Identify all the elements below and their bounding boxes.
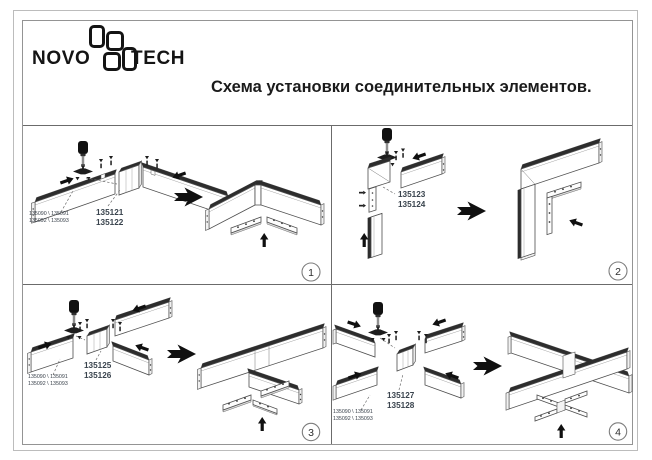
l-connector-plate — [230, 216, 298, 236]
insert-arrow-icon — [557, 424, 566, 438]
screwdriver-icon — [381, 127, 393, 155]
logo-petal — [103, 52, 121, 71]
panel-number-badge: 3 — [301, 422, 321, 442]
track-codes-label: 135092 \ 135093 — [29, 218, 69, 224]
push-arrow-icon — [431, 316, 447, 329]
screw-pin-icon — [99, 159, 103, 169]
screw-pin-icon — [387, 334, 391, 344]
insert-arrow-icon — [260, 233, 269, 247]
track-codes-label: 135090 \ 135091 — [333, 409, 373, 415]
divider — [23, 284, 632, 285]
track-codes-label: 135092 \ 135093 — [28, 381, 68, 387]
panel-4-cross-diagram: 135090 \ 135091 135092 \ 135093 135127 1… — [332, 301, 633, 441]
logo-text-novo: NOVO — [32, 48, 91, 69]
panel-number-badge: 1 — [301, 262, 321, 282]
panel-number: 3 — [308, 427, 314, 439]
panel-number-badge: 2 — [608, 261, 628, 281]
panel-1-corner-diagram: 135090 \ 135091 135092 \ 135093 135121 1… — [29, 140, 325, 282]
screw-pin-icon — [394, 331, 398, 341]
exploded-view: 135090 \ 135091 135092 \ 135093 135127 1… — [332, 301, 466, 422]
result-arrow-icon — [167, 344, 196, 364]
logo-petal — [122, 47, 137, 71]
connector-code-label: 135125 — [84, 361, 112, 370]
screw-pin-icon — [109, 156, 113, 166]
divider — [23, 125, 632, 126]
logo-petal — [106, 31, 124, 51]
track-codes-label: 135090 \ 135091 — [29, 211, 69, 217]
assembled-view — [517, 138, 603, 261]
result-arrow-icon — [457, 201, 486, 221]
screwdriver-icon — [77, 140, 89, 168]
logo-text-tech: TECH — [131, 48, 186, 69]
panel-3-tee-diagram: 135090 \ 135091 135092 \ 135093 135125 1… — [27, 297, 327, 442]
panel-2-vertical-corner-diagram: 135123 135124 — [359, 127, 628, 281]
connector-code-label: 135124 — [398, 200, 426, 209]
tee-connector-block — [86, 323, 110, 355]
exploded-view: 135090 \ 135091 135092 \ 135093 135121 1… — [29, 140, 232, 227]
page-frame: NOVO TECH Схема установки соединительных… — [22, 20, 633, 445]
screw-pin-icon — [417, 331, 421, 341]
page-title: Схема установки соединительных элементов… — [211, 78, 592, 96]
screw-pin-icon — [359, 190, 366, 195]
screw-pin-icon — [401, 148, 405, 158]
assembled-view — [197, 323, 327, 431]
corner-bracket — [367, 156, 392, 213]
connector-code-label: 135122 — [96, 218, 124, 227]
panel-number-badge: 4 — [608, 422, 628, 441]
panel-number: 1 — [308, 267, 314, 279]
connector-code-label: 135128 — [387, 401, 415, 410]
assembled-view — [205, 180, 325, 247]
screw-pin-icon — [155, 159, 159, 169]
screw-pin-icon — [111, 319, 115, 329]
result-arrow-icon — [473, 356, 502, 376]
logo-pinwheel-icon — [89, 25, 139, 75]
l-connector-plate — [546, 181, 582, 236]
connector-code-label: 135121 — [96, 208, 124, 217]
connector-code-label: 135123 — [398, 190, 426, 199]
corner-connector-block — [118, 159, 142, 196]
screw-pin-icon — [85, 319, 89, 329]
exploded-view: 135090 \ 135091 135092 \ 135093 135125 1… — [27, 297, 173, 387]
horizontal-track-bar — [400, 153, 446, 189]
cross-connector-block — [396, 342, 416, 372]
novotech-logo: NOVO TECH — [32, 25, 217, 77]
track-codes-label: 135090 \ 135091 — [28, 374, 68, 380]
connector-code-label: 135127 — [387, 391, 415, 400]
divider — [331, 125, 332, 444]
vertical-track-bar — [367, 212, 383, 259]
connector-code-label: 135126 — [84, 371, 112, 380]
screw-pin-icon — [359, 203, 366, 208]
panel-number: 4 — [615, 426, 621, 438]
screwdriver-icon — [372, 301, 384, 329]
press-washer-icon — [73, 166, 93, 181]
panel-number: 2 — [615, 266, 621, 278]
assembled-view — [505, 331, 633, 438]
insert-arrow-icon — [567, 216, 584, 229]
tee-connector-plate — [222, 380, 290, 416]
page-outer-border — [13, 10, 638, 451]
track-codes-label: 135092 \ 135093 — [333, 416, 373, 422]
push-arrow-icon — [346, 318, 363, 331]
insert-arrow-icon — [258, 417, 267, 431]
cross-connector-plate — [534, 390, 588, 422]
exploded-view: 135123 135124 — [359, 127, 446, 259]
push-arrow-icon — [360, 233, 369, 247]
screwdriver-icon — [68, 299, 80, 327]
screw-pin-icon — [394, 151, 398, 161]
logo-petal — [89, 25, 105, 48]
